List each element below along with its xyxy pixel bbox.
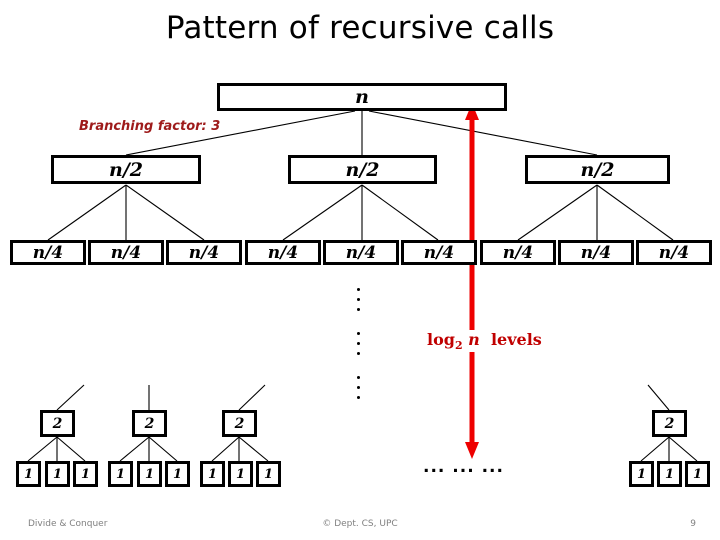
tree-node-two[interactable]: 2 — [40, 410, 75, 437]
tree-node-level3[interactable]: n/4 — [636, 240, 712, 265]
tree-node-level3[interactable]: n/4 — [323, 240, 399, 265]
tree-node-level3[interactable]: n/4 — [480, 240, 556, 265]
tree-node-one[interactable]: 1 — [108, 461, 133, 487]
footer-left-text: Divide & Conquer — [28, 519, 108, 529]
tree-node-one[interactable]: 1 — [657, 461, 682, 487]
tree-node-level2[interactable]: n/2 — [51, 155, 201, 184]
tree-node-level2[interactable]: n/2 — [525, 155, 670, 184]
tree-node-two[interactable]: 2 — [222, 410, 257, 437]
slide-footer: Divide & Conquer © Dept. CS, UPC 9 — [0, 510, 720, 540]
branching-factor-label: Branching factor: 3 — [79, 119, 221, 134]
levels-suffix-text: levels — [490, 330, 542, 349]
tree-node-one[interactable]: 1 — [73, 461, 98, 487]
tree-node-one[interactable]: 1 — [629, 461, 654, 487]
tree-node-one[interactable]: 1 — [16, 461, 41, 487]
tree-node-one[interactable]: 1 — [137, 461, 162, 487]
levels-log-text: log — [427, 330, 455, 349]
tree-node-level2[interactable]: n/2 — [288, 155, 437, 184]
tree-node-root[interactable]: n — [217, 83, 507, 111]
footer-page-number: 9 — [690, 519, 696, 529]
tree-node-two[interactable]: 2 — [132, 410, 167, 437]
levels-label: log2 n levels — [424, 330, 545, 353]
tree-node-level3[interactable]: n/4 — [245, 240, 321, 265]
tree-node-one[interactable]: 1 — [256, 461, 281, 487]
levels-variable: n — [468, 330, 480, 349]
tree-node-one[interactable]: 1 — [228, 461, 253, 487]
footer-center-text: © Dept. CS, UPC — [322, 519, 398, 529]
tree-node-level3[interactable]: n/4 — [10, 240, 86, 265]
tree-node-one[interactable]: 1 — [45, 461, 70, 487]
tree-node-two[interactable]: 2 — [652, 410, 687, 437]
tree-node-level3[interactable]: n/4 — [166, 240, 242, 265]
tree-node-level3[interactable]: n/4 — [401, 240, 477, 265]
tree-node-level3[interactable]: n/4 — [88, 240, 164, 265]
tree-node-one[interactable]: 1 — [685, 461, 710, 487]
vertical-ellipsis — [357, 288, 360, 406]
horizontal-ellipsis: ... ... ... — [423, 457, 504, 477]
page-title: Pattern of recursive calls — [165, 10, 555, 46]
levels-arrow — [465, 103, 479, 459]
levels-log-base: 2 — [454, 339, 463, 353]
tree-node-one[interactable]: 1 — [200, 461, 225, 487]
tree-node-one[interactable]: 1 — [165, 461, 190, 487]
tree-node-level3[interactable]: n/4 — [558, 240, 634, 265]
